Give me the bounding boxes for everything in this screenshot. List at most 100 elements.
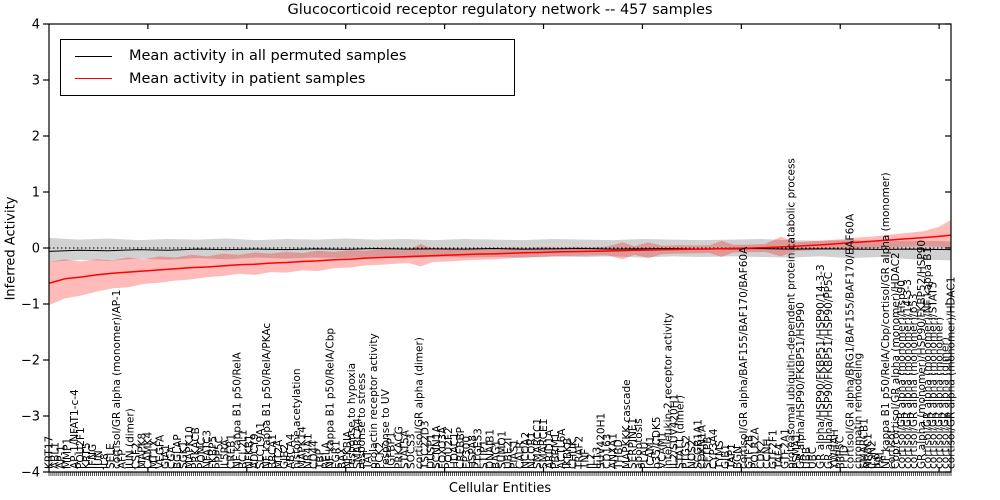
x-tick-label: ICAM1	[645, 436, 657, 469]
x-tick-label: SGK1	[178, 441, 190, 469]
x-tick-label: CGA	[166, 446, 178, 469]
x-tick-label: cortisol/GR alpha (monomer)/AP-1	[111, 290, 123, 469]
x-tick-label: GJA1	[160, 444, 172, 469]
x-tick-label: CDK2	[756, 440, 768, 469]
legend-label-permuted: Mean activity in all permuted samples	[129, 48, 407, 65]
x-tick-label: MMP1	[61, 438, 73, 469]
x-tick-label: SUV420H1	[595, 413, 607, 469]
x-tick-label: BCL2L1	[237, 430, 249, 469]
x-tick-label: cortisol/GR alpha (monomer)/14-3-3	[902, 279, 914, 469]
x-tick-label: GR alpha/HSP90/FKBP51/HSP90/PP5C	[823, 272, 835, 469]
x-tick-label: ADCY9	[249, 433, 261, 469]
x-tick-label: TBP	[314, 449, 326, 470]
x-tick-label: SCGB1A1	[692, 419, 704, 469]
legend-label-patient: Mean activity in patient samples	[129, 70, 366, 87]
patient-mean-line	[48, 234, 952, 285]
x-tick-label: VEGFA	[154, 434, 166, 469]
x-tick-label: GTF2B	[744, 435, 756, 469]
patient-confidence-band	[49, 220, 951, 306]
x-tick-label: IL2	[585, 453, 597, 469]
x-tick-label: MAPK14	[297, 426, 309, 469]
x-tick-label: STIP1	[479, 440, 491, 469]
y-tick-label: −3	[21, 410, 40, 425]
x-tick-label: CAMK4	[142, 432, 154, 469]
x-tick-label: chromatin remodeling	[853, 353, 865, 469]
x-tick-label: SMARCE1	[538, 419, 550, 469]
x-tick-label: POU2F2	[443, 427, 455, 469]
x-tick-label: TSC22D3	[419, 420, 431, 470]
x-tick-label: POLR2A	[750, 427, 762, 469]
x-tick-label: NCOR1	[526, 432, 538, 469]
x-tick-label: TAT	[362, 450, 374, 470]
x-tick-label: STAT1 (dimer)	[675, 395, 687, 469]
x-tick-label: AFP	[117, 449, 129, 469]
x-tick-label: CSN2	[866, 440, 878, 469]
x-tick-label: GR alpha/HSP90/FKBP51/HSP90	[795, 302, 807, 469]
x-tick-label: cortisol/GR alpha (monomer)/NF kappa B1	[922, 247, 934, 469]
x-tick-label: DNAJB1	[485, 429, 497, 469]
x-tick-label: IL2/SUV420H1	[669, 394, 681, 469]
x-tick-label: histone acetylation	[291, 369, 303, 470]
x-tick-label: ABL1	[49, 442, 61, 469]
x-tick-label: NFKB1	[243, 434, 255, 469]
x-tick-label: SFTPB	[702, 437, 714, 469]
patient-line-swatch	[75, 78, 112, 80]
x-tick-label: CALR	[514, 441, 526, 469]
x-tick-label: BGLAP	[172, 434, 184, 469]
x-tick-label: IGFBP1	[386, 432, 398, 470]
y-tick-label: −2	[21, 354, 40, 369]
x-tick-label: CCNH	[762, 439, 774, 469]
x-tick-label: PPP5C	[835, 436, 847, 469]
x-tick-label: MAPK8	[136, 433, 148, 469]
x-tick-label: GJB1	[720, 444, 732, 469]
x-tick-label: CD44	[309, 440, 321, 469]
x-tick-label: THBD	[613, 439, 625, 470]
x-tick-label: BGN	[732, 446, 744, 469]
x-tick-label: MAPK10	[184, 426, 196, 469]
x-tick-label: cortisol/GR alpha (monomer)	[934, 317, 946, 469]
x-tick-label: PLAU	[639, 442, 651, 469]
x-tick-label: TYMS	[714, 440, 726, 470]
x-axis-label: Cellular Entities	[448, 481, 552, 496]
x-tick-label: PSMA1	[791, 433, 803, 469]
x-tick-label: ACTL6A	[556, 428, 568, 469]
x-tick-label: HSPA8	[467, 435, 479, 469]
x-tick-label: PCK2	[374, 442, 386, 469]
x-tick-label: SCNN1A	[431, 425, 443, 469]
x-tick-label: SERPINE1	[627, 418, 639, 469]
x-tick-label: IL13	[591, 447, 603, 469]
x-tick-label: PBRM1	[550, 432, 562, 469]
x-tick-label: NR4A1	[303, 433, 315, 469]
x-tick-label: CYP3A4	[708, 428, 720, 469]
x-tick-label: CHUK	[568, 438, 580, 469]
x-tick-label: TAF4	[773, 443, 785, 470]
chart-title: Glucocorticoid receptor regulatory netwo…	[287, 2, 713, 18]
x-tick-label: NFATC3	[202, 430, 214, 469]
x-tick-label: apoptosis	[633, 418, 645, 469]
x-tick-label: PPP5C	[214, 436, 226, 469]
x-tick-label: prolactin receptor activity	[368, 333, 380, 469]
x-tick-label: SMARCC1	[532, 418, 544, 469]
permuted-mean-line	[48, 248, 952, 252]
x-tick-label: PRKACG	[394, 426, 406, 469]
x-tick-label: GR alpha/HSP90/FKBP51/HSP90/14-3-3	[815, 264, 827, 469]
y-tick-label: −1	[21, 298, 40, 313]
permuted-line-swatch	[75, 55, 112, 57]
x-tick-label: BAX	[336, 447, 348, 469]
y-tick-label: 4	[32, 18, 40, 33]
x-tick-label: SMARCB1	[858, 418, 870, 469]
x-tick-label: PRKACB	[190, 427, 202, 469]
x-tick-label: cortisol	[886, 431, 898, 469]
x-tick-label: SOCS3	[405, 433, 417, 469]
x-tick-label: response to UV	[380, 388, 392, 469]
y-tick-label: 2	[32, 130, 40, 145]
permuted-confidence-band	[49, 237, 951, 262]
x-tick-label: MAPKKK cascade	[621, 379, 633, 469]
x-tick-label: NFKBIA	[342, 430, 354, 469]
x-tick-label: cortisol/GR alpha (monomer)/p53	[908, 293, 920, 469]
x-tick-label: MT1X	[148, 440, 160, 469]
x-tick-label: JUN (dimer)	[125, 408, 137, 470]
x-tick-label: RELA	[320, 441, 332, 469]
y-axis-label: Inferred Activity	[3, 196, 19, 301]
